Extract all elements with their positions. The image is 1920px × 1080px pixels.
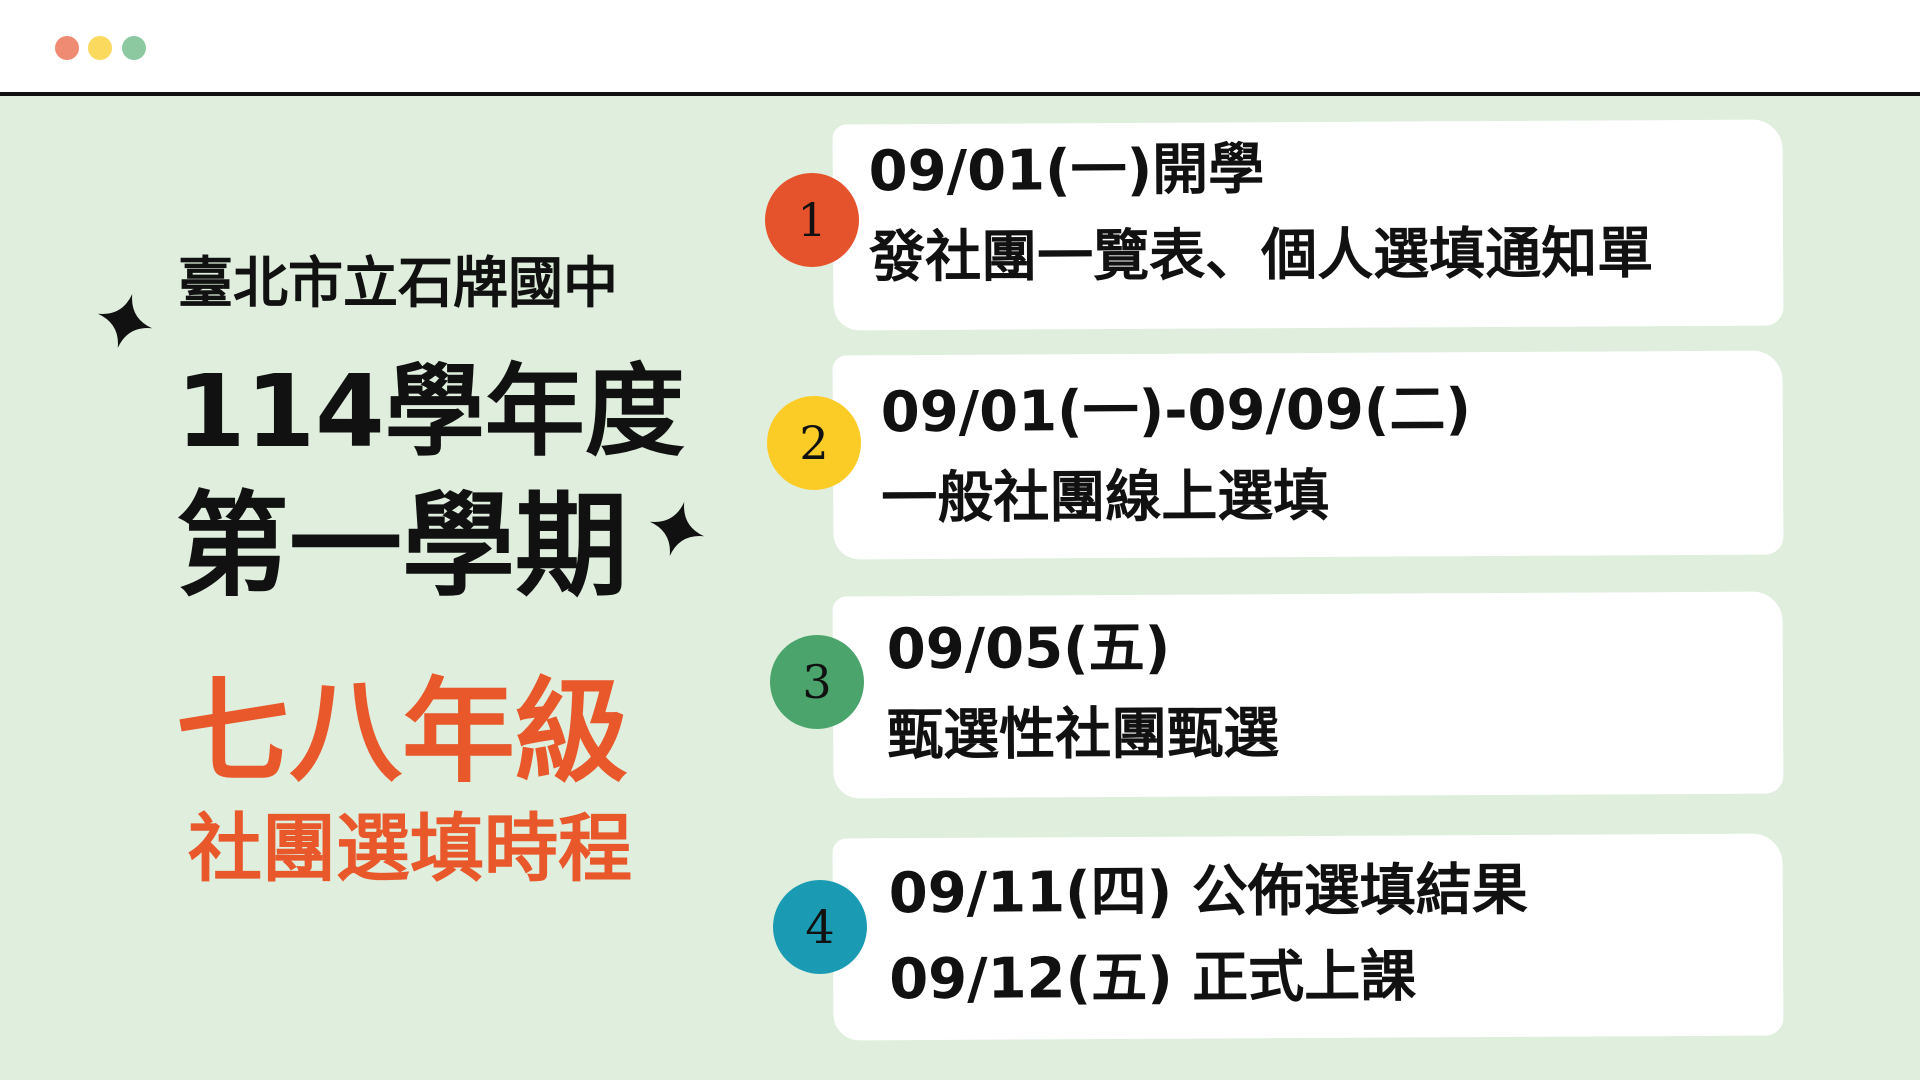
school-name: 臺北市立石牌國中 xyxy=(178,251,619,315)
grade-title: 七八年級 xyxy=(176,666,628,798)
step-card-3: 09/05(五) 甄選性社團甄選 xyxy=(832,591,1784,799)
window-header xyxy=(0,0,1920,96)
sparkle-icon xyxy=(97,293,153,349)
step-card-4: 09/11(四) 公佈選填結果 09/12(五) 正式上課 xyxy=(832,833,1784,1041)
step-description: 一般社團線上選填 xyxy=(881,463,1330,532)
step-date: 09/05(五) xyxy=(886,615,1171,683)
step-date: 09/01(一)開學 xyxy=(868,137,1265,205)
step-description: 09/12(五) 正式上課 xyxy=(889,944,1417,1013)
window-dot-red xyxy=(55,36,79,60)
step-number-badge: 4 xyxy=(773,880,867,974)
step-date: 09/11(四) 公佈選填結果 xyxy=(888,857,1528,927)
step-number-badge: 2 xyxy=(767,396,861,490)
step-date: 09/01(一)-09/09(二) xyxy=(880,377,1472,446)
window-dot-yellow xyxy=(88,36,112,60)
sparkle-icon xyxy=(649,501,705,557)
step-card-1: 09/01(一)開學 發社團一覽表、個人選填通知單 xyxy=(832,119,1784,331)
academic-year: 114學年度 xyxy=(176,353,685,470)
step-description: 發社團一覽表、個人選填通知單 xyxy=(868,221,1654,291)
step-number-badge: 1 xyxy=(765,173,859,267)
step-card-2: 09/01(一)-09/09(二) 一般社團線上選填 xyxy=(832,350,1784,560)
semester-title: 第一學期 xyxy=(176,480,628,612)
schedule-subtitle: 社團選填時程 xyxy=(188,806,632,892)
step-number-badge: 3 xyxy=(770,635,864,729)
step-description: 甄選性社團甄選 xyxy=(887,701,1280,769)
window-dot-green xyxy=(122,36,146,60)
